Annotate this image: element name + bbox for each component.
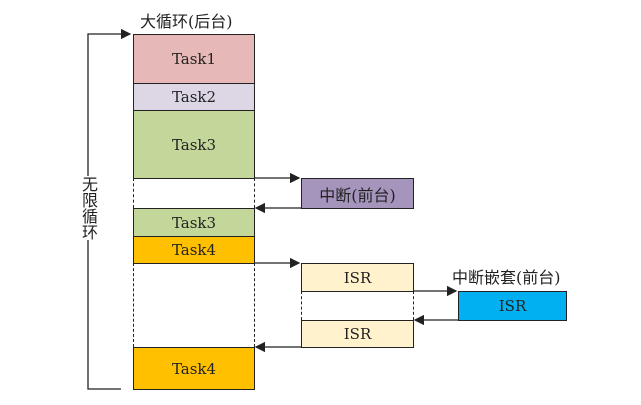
interrupt-gap xyxy=(133,178,255,208)
nested-gap xyxy=(301,291,414,320)
task4-block: Task4 xyxy=(133,236,255,264)
nested-isr-block: ISR xyxy=(458,291,567,321)
task3-resume-block: Task3 xyxy=(133,208,255,237)
nested-title: 中断嵌套(前台) xyxy=(452,268,561,287)
task2-block: Task2 xyxy=(133,83,255,111)
diagram-title: 大循环(后台) xyxy=(140,12,233,31)
task1-block: Task1 xyxy=(133,34,255,84)
isr-resume-block: ISR xyxy=(301,320,414,348)
isr-gap xyxy=(133,263,255,347)
task4-resume-block: Task4 xyxy=(133,347,255,390)
isr-block: ISR xyxy=(301,263,414,292)
interrupt-block: 中断(前台) xyxy=(301,178,414,209)
task3-block: Task3 xyxy=(133,110,255,179)
loop-label: 无限循环 xyxy=(79,176,98,240)
